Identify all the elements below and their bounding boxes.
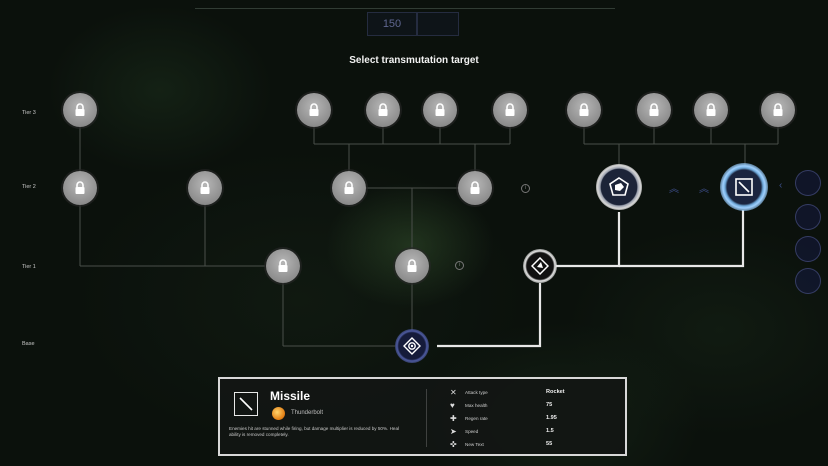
active-link [556, 212, 621, 268]
crosshair-icon: ✜ [450, 440, 457, 449]
lock-icon [75, 181, 85, 194]
locked-node[interactable] [63, 93, 97, 127]
lock-icon [378, 103, 388, 116]
speed-icon: ➤ [450, 427, 457, 436]
panel-divider [426, 389, 427, 447]
lock-icon [344, 181, 354, 194]
lock-icon [706, 103, 716, 116]
lock-icon [505, 103, 515, 116]
stat-value: 55 [546, 441, 553, 447]
lock-icon [649, 103, 659, 116]
chevron-up-icon: ︽ [669, 184, 679, 195]
lock-icon [407, 259, 417, 272]
stat-value: Rocket [546, 389, 565, 395]
tier-3-label: Tier 3 [22, 110, 36, 116]
locked-node[interactable] [188, 171, 222, 205]
stat-label: Speed [465, 429, 479, 434]
side-slot-icon[interactable] [795, 204, 821, 230]
side-slot-icon[interactable] [795, 170, 821, 196]
stat-value: 75 [546, 402, 553, 408]
diamond-arrow-icon [531, 257, 549, 275]
stat-value: 1.5 [546, 428, 554, 434]
tower-node-tier1[interactable] [523, 249, 557, 283]
tier-2-label: Tier 2 [22, 184, 36, 190]
tower-node-base[interactable] [395, 329, 429, 363]
heart-icon: ♥ [450, 401, 455, 410]
locked-node[interactable] [694, 93, 728, 127]
tower-node-missile-selected[interactable] [720, 163, 768, 211]
active-link [437, 283, 542, 348]
page-title: Select transmutation target [349, 55, 479, 66]
base-tier-label: Base [22, 341, 35, 347]
lock-icon [435, 103, 445, 116]
thunderbolt-icon [272, 407, 285, 420]
active-links [437, 210, 745, 348]
stat-label: New Text [465, 442, 484, 447]
locked-node[interactable] [761, 93, 795, 127]
resource-counter-secondary [417, 12, 459, 36]
lock-icon [773, 103, 783, 116]
locked-node[interactable] [637, 93, 671, 127]
locked-node[interactable] [458, 171, 492, 205]
tower-description: Enemies hit are stunned while firing, bu… [229, 426, 400, 437]
locked-node[interactable] [63, 171, 97, 205]
lock-icon [75, 103, 85, 116]
locked-node[interactable] [395, 249, 429, 283]
resource-counter-value: 150 [382, 18, 402, 30]
lock-icon [278, 259, 288, 272]
locked-node[interactable] [332, 171, 366, 205]
chevron-right-icon: ‹ [779, 180, 783, 191]
crossed-swords-icon: ✕ [450, 388, 457, 397]
locked-node[interactable] [567, 93, 601, 127]
top-hud-bar [195, 0, 615, 9]
stat-label: Attack type [465, 390, 488, 395]
tower-subtitle: Thunderbolt [291, 410, 324, 416]
resource-counter: 150 [367, 12, 417, 36]
lock-icon [200, 181, 210, 194]
lock-icon [470, 181, 480, 194]
stat-label: Regen rate [465, 416, 488, 421]
plus-icon: ✚ [450, 414, 457, 423]
side-slot-icon[interactable] [795, 236, 821, 262]
tower-info-panel: Missile Thunderbolt Enemies hit are stun… [218, 377, 627, 456]
missile-icon [234, 392, 258, 416]
locked-node[interactable] [493, 93, 527, 127]
fist-icon [609, 177, 629, 196]
locked-node[interactable] [266, 249, 300, 283]
inactive-links [79, 127, 779, 347]
stat-value: 1.95 [546, 415, 557, 421]
chevron-up-icon: ︽ [699, 184, 709, 195]
lock-icon [579, 103, 589, 116]
eye-target-icon [403, 337, 421, 355]
active-link [619, 210, 745, 268]
locked-node[interactable] [423, 93, 457, 127]
tower-node-fist[interactable] [596, 164, 642, 210]
stat-label: Max health [465, 403, 488, 408]
locked-node[interactable] [297, 93, 331, 127]
tier-1-label: Tier 1 [22, 264, 36, 270]
lock-icon [309, 103, 319, 116]
locked-node[interactable] [366, 93, 400, 127]
tower-name: Missile [270, 389, 311, 403]
missile-icon [735, 178, 753, 196]
info-icon[interactable]: i [455, 261, 464, 270]
info-icon[interactable]: i [521, 184, 530, 193]
side-slot-icon[interactable] [795, 268, 821, 294]
